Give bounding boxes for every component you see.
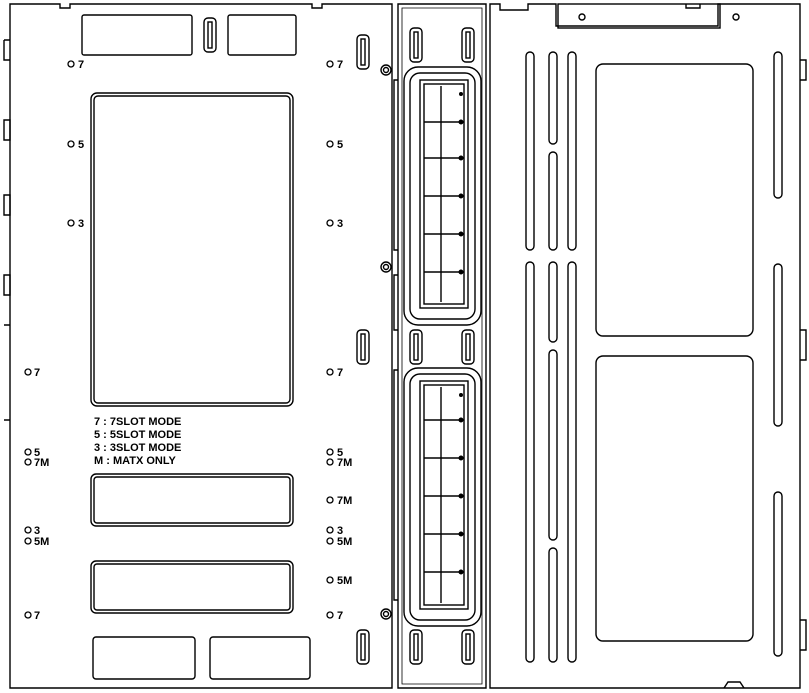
top-cutout-right [227,14,297,56]
lower-slot-bars [424,387,464,603]
label-3: 3 [337,525,343,537]
large-window [90,92,294,407]
label-5m: 5M [337,575,352,587]
label-5: 5 [337,447,343,459]
label-3: 3 [34,525,40,537]
bottom-cutout-left [92,636,196,680]
slot-mode-legend: 7 : 7SLOT MODE 5 : 5SLOT MODE 3 : 3SLOT … [94,416,181,467]
top-cutout-left [81,14,193,56]
top-bracket [557,3,721,29]
label-3: 3 [78,218,84,230]
upper-slot-bars [424,86,464,302]
right-window-lower [595,355,754,642]
legend-line-matx: M : MATX ONLY [94,455,177,467]
label-5: 5 [78,139,84,151]
label-7m: 7M [337,495,352,507]
label-5: 5 [337,139,343,151]
slot-cage-lower [403,367,482,627]
slot-pins [458,92,464,575]
label-7: 7 [337,367,343,379]
left-panel [3,3,393,689]
label-7m: 7M [337,457,352,469]
label-7: 7 [34,610,40,622]
window-lower [90,560,294,614]
bottom-cutout-right [209,636,311,680]
label-3: 3 [337,218,343,230]
legend-line-7slot: 7 : 7SLOT MODE [94,416,181,428]
label-5m: 5M [34,536,49,548]
slot-cage-upper [403,66,482,326]
legend-line-5slot: 5 : 5SLOT MODE [94,429,181,441]
label-5: 5 [34,447,40,459]
right-window-upper [595,63,754,337]
label-7m: 7M [34,457,49,469]
label-7: 7 [78,59,84,71]
mounting-holes [24,60,334,619]
center-spine [393,3,487,689]
label-7: 7 [337,610,343,622]
label-7: 7 [337,59,343,71]
window-middle [90,473,294,527]
legend-line-3slot: 3 : 3SLOT MODE [94,442,181,454]
label-5m: 5M [337,536,352,548]
right-panel [489,3,807,689]
label-7: 7 [34,367,40,379]
hole-labels: 7 5 3 7 5 3 7 7 5 7M 5 7M 7M 3 5M 3 5M 5… [34,59,352,622]
